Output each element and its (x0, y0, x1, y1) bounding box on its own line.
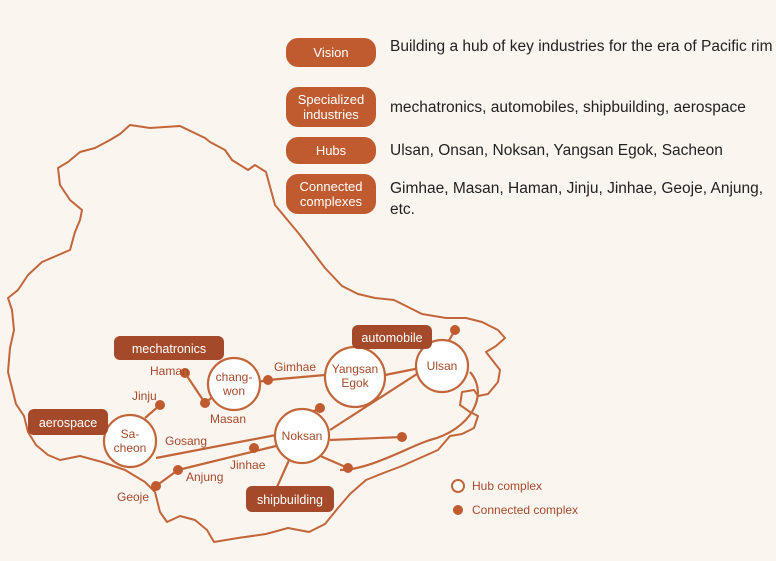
line-anjung-noksan (177, 444, 277, 472)
dot-noksan-right (397, 432, 407, 442)
place-jinju: Jinju (132, 389, 157, 403)
place-gosang: Gosang (165, 434, 207, 448)
dot-ulsan-top (450, 325, 460, 335)
hub-changwon-label-2: won (222, 384, 245, 398)
place-gimhae: Gimhae (274, 360, 316, 374)
connected-complexes-pill: Connected complexes (286, 174, 376, 214)
info-row-specialized: Specialized industries mechatronics, aut… (286, 87, 776, 129)
place-haman: Haman (150, 364, 189, 378)
hub-ulsan-circle (414, 338, 470, 394)
hub-sacheon: Sa- cheon (102, 413, 158, 469)
hub-yangsan-egok: Yangsan Egok (323, 345, 387, 409)
place-anjung: Anjung (186, 470, 223, 484)
vision-text: Building a hub of key industries for the… (390, 38, 773, 55)
hub-sacheon-label-1: Sa- (121, 427, 140, 441)
dot-noksan-top (315, 403, 325, 413)
line-ulsan-loop (339, 371, 479, 472)
hub-changwon-label-1: chang- (216, 370, 253, 384)
region-outline (7, 124, 506, 543)
tag-aerospace-bg (28, 409, 108, 435)
hub-changwon-circle (206, 356, 262, 412)
hub-noksan-circle (273, 407, 331, 465)
legend-connected-label: Connected complex (472, 503, 578, 517)
hub-ulsan-label: Ulsan (427, 359, 458, 373)
line-ulsan-noksan (329, 371, 421, 431)
line-noksan-sacheon (155, 433, 277, 460)
info-row-hubs: Hubs Ulsan, Onsan, Noksan, Yangsan Egok,… (286, 137, 776, 167)
dot-anjung (173, 465, 183, 475)
info-row-vision: Vision Building a hub of key industries … (286, 34, 776, 82)
hubs-pill: Hubs (286, 137, 376, 164)
tag-mechatronics-bg (114, 336, 224, 360)
line-noksan-extra-2 (317, 453, 349, 470)
hub-yangsan-label-1: Yangsan (332, 362, 378, 376)
info-row-connected: Connected complexes Gimhae, Masan, Haman… (286, 172, 776, 220)
hub-noksan-label: Noksan (282, 429, 323, 443)
specialized-industries-pill: Specialized industries (286, 87, 376, 127)
tag-automobile-label: automobile (361, 331, 422, 345)
hub-changwon: chang- won (206, 356, 262, 412)
legend-connected-icon (453, 505, 463, 515)
hub-sacheon-label-2: cheon (114, 441, 147, 455)
hub-yangsan-label-2: Egok (341, 376, 369, 390)
specialized-industries-text: mechatronics, automobiles, shipbuilding,… (390, 99, 746, 116)
hub-sacheon-circle (102, 413, 158, 469)
hubs-text: Ulsan, Onsan, Noksan, Yangsan Egok, Sach… (390, 142, 723, 159)
tag-shipbuilding-label: shipbuilding (257, 493, 323, 507)
connected-dots (151, 325, 460, 491)
place-masan: Masan (210, 412, 246, 426)
connected-complexes-text: Gimhae, Masan, Haman, Jinju, Jinhae, Geo… (390, 180, 764, 218)
dot-jinju (155, 400, 165, 410)
tag-shipbuilding: shipbuilding (246, 486, 334, 512)
dot-gimhae (263, 375, 273, 385)
dot-haman (180, 368, 190, 378)
tag-aerospace-label: aerospace (39, 416, 97, 430)
line-gimhae-yangsan (267, 373, 326, 382)
tag-aerospace: aerospace (28, 409, 108, 435)
legend-hub-icon (451, 479, 465, 493)
line-noksan-extra-1 (329, 435, 403, 442)
dot-masan (200, 398, 210, 408)
hub-noksan: Noksan (273, 407, 331, 465)
dot-geoje (151, 481, 161, 491)
legend: Hub complex Connected complex (451, 479, 578, 517)
legend-hub-label: Hub complex (472, 479, 542, 493)
place-geoje: Geoje (117, 490, 149, 504)
hub-ulsan: Ulsan (414, 338, 470, 394)
tag-mechatronics: mechatronics (114, 336, 224, 360)
tag-automobile: automobile (352, 325, 432, 349)
dot-noksan-lower (343, 463, 353, 473)
tag-automobile-bg (352, 325, 432, 349)
line-haman-masan (184, 372, 206, 404)
tag-shipbuilding-bg (246, 486, 334, 512)
line-yangsan-ulsan (384, 366, 421, 377)
vision-pill: Vision (286, 38, 376, 67)
place-jinhae: Jinhae (230, 458, 266, 472)
tag-mechatronics-label: mechatronics (132, 342, 206, 356)
dot-gosang (249, 443, 259, 453)
